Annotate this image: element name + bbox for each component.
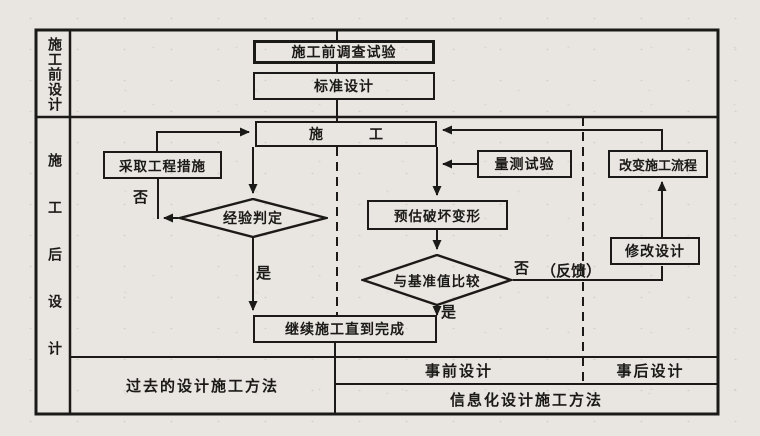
diamond-shape [178,198,328,238]
node-predict-failure-deformation: 预估破坏变形 [367,200,508,230]
label-feedback: （反馈） [541,262,602,280]
rail-pre-construction-design: 施工前设计 [46,37,62,112]
node-standard-design: 标准设计 [253,72,435,100]
diamond-shape [361,254,513,306]
rail-post-construction-design: 施工后设计 [46,153,62,388]
zone-informatized-design-method: 信息化设计施工方法 [449,390,603,409]
edge-change-to-construction [442,125,663,150]
compare-with-baseline-label: 与基准值比较 [393,274,481,290]
node-continue-construction-until-done: 继续施工直到完成 [253,315,437,343]
node-measurement-test: 量测试验 [477,150,572,178]
node-take-engineering-measures: 采取工程措施 [103,151,222,179]
zone-past-design-method: 过去的设计施工方法 [125,377,279,395]
label-yes-left: 是 [256,264,272,282]
zone-pre-design: 事前设计 [424,362,493,380]
outer-border [34,28,720,416]
label-yes-right: 是 [441,303,457,321]
edge-compare-no-feedback [513,266,663,281]
node-pre-construction-survey-test: 施工前调查试验 [253,40,435,64]
label-no-right: 否 [514,259,530,277]
node-modify-design: 修改设计 [610,237,700,265]
edge-measures-to-construction [156,127,250,151]
node-construction: 施工 [255,121,437,147]
construction-label: 施工 [309,127,429,143]
experience-judgement-label: 经验判定 [223,211,283,227]
decision-compare-with-baseline: 与基准值比较 [361,254,513,306]
label-no-left: 否 [133,188,149,206]
node-change-construction-process: 改变施工流程 [608,150,708,178]
zone-post-design: 事后设计 [616,362,685,380]
decision-experience-judgement: 经验判定 [178,198,328,238]
